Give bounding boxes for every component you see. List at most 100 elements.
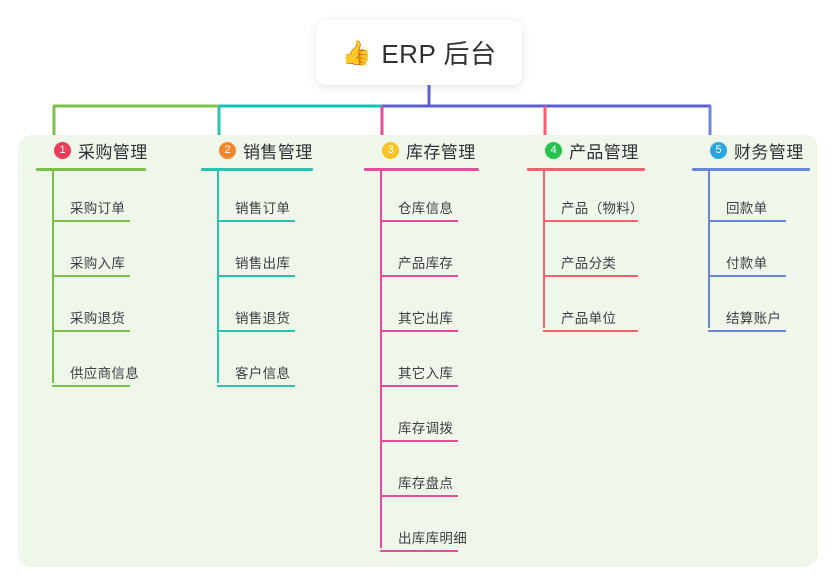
column-underline-1 (36, 168, 146, 171)
list-item[interactable]: 其它入库 (380, 336, 514, 391)
list-item[interactable]: 销售退货 (217, 281, 351, 336)
list-item[interactable]: 仓库信息 (380, 171, 514, 226)
list-item-label: 其它出库 (398, 311, 454, 326)
list-item-label: 回款单 (726, 201, 768, 216)
column-spine-5 (708, 171, 710, 328)
list-item-underline (380, 550, 458, 552)
list-item-label: 出库库明细 (398, 531, 467, 546)
column-header-2[interactable]: 2 销售管理 (201, 135, 351, 165)
column-title-1: 采购管理 (78, 142, 148, 162)
list-item-underline (543, 330, 638, 332)
list-item-underline (52, 220, 130, 222)
column-badge-3: 3 (382, 141, 399, 159)
column-underline-5 (692, 168, 810, 171)
list-item[interactable]: 出库库明细 (380, 501, 514, 556)
list-item-underline (708, 275, 786, 277)
list-item-underline (380, 440, 458, 442)
list-item[interactable]: 产品库存 (380, 226, 514, 281)
list-item[interactable]: 采购入库 (52, 226, 186, 281)
column-items-2: 销售订单销售出库销售退货客户信息 (201, 171, 351, 391)
list-item-label: 产品单位 (561, 311, 617, 326)
list-item-label: 仓库信息 (398, 201, 454, 216)
list-item[interactable]: 产品单位 (543, 281, 677, 336)
column-spine-4 (543, 171, 545, 328)
column-badge-1: 1 (54, 141, 71, 159)
column-spine-2 (217, 171, 219, 383)
column-underline-3 (364, 168, 479, 171)
list-item-underline (380, 275, 458, 277)
list-item[interactable]: 回款单 (708, 171, 827, 226)
column-2: 2 销售管理销售订单销售出库销售退货客户信息 (201, 135, 351, 391)
list-item-label: 销售订单 (235, 201, 291, 216)
column-badge-4: 4 (545, 141, 562, 159)
column-header-1[interactable]: 1 采购管理 (36, 135, 186, 165)
root-node[interactable]: 👍 ERP 后台 (316, 20, 522, 85)
root-title: ERP 后台 (381, 39, 497, 69)
column-title-5: 财务管理 (734, 142, 804, 162)
list-item[interactable]: 结算账户 (708, 281, 827, 336)
column-badge-2: 2 (219, 141, 236, 159)
list-item-label: 付款单 (726, 256, 768, 271)
list-item[interactable]: 产品（物料） (543, 171, 677, 226)
list-item[interactable]: 采购订单 (52, 171, 186, 226)
column-items-1: 采购订单采购入库采购退货供应商信息 (36, 171, 186, 391)
list-item-label: 销售出库 (235, 256, 291, 271)
column-title-4: 产品管理 (569, 142, 639, 162)
list-item-underline (380, 385, 458, 387)
diagram-panel: 1 采购管理采购订单采购入库采购退货供应商信息 2 销售管理销售订单销售出库销售退货客… (18, 135, 818, 567)
list-item-underline (217, 330, 295, 332)
list-item-label: 供应商信息 (70, 366, 139, 381)
list-item-underline (217, 385, 295, 387)
column-underline-4 (527, 168, 645, 171)
list-item[interactable]: 销售订单 (217, 171, 351, 226)
list-item[interactable]: 供应商信息 (52, 336, 186, 391)
column-header-3[interactable]: 3 库存管理 (364, 135, 514, 165)
list-item[interactable]: 产品分类 (543, 226, 677, 281)
column-1: 1 采购管理采购订单采购入库采购退货供应商信息 (36, 135, 186, 391)
list-item-label: 客户信息 (235, 366, 291, 381)
list-item[interactable]: 库存盘点 (380, 446, 514, 501)
list-item-underline (708, 330, 786, 332)
column-items-5: 回款单付款单结算账户 (692, 171, 827, 336)
list-item-label: 销售退货 (235, 311, 291, 326)
column-underline-2 (201, 168, 313, 171)
list-item-underline (543, 220, 638, 222)
list-item[interactable]: 客户信息 (217, 336, 351, 391)
list-item-label: 采购订单 (70, 201, 126, 216)
column-title-2: 销售管理 (243, 142, 313, 162)
column-5: 5 财务管理回款单付款单结算账户 (692, 135, 827, 336)
list-item-underline (217, 275, 295, 277)
column-items-3: 仓库信息产品库存其它出库其它入库库存调拨库存盘点出库库明细 (364, 171, 514, 556)
list-item-underline (380, 495, 458, 497)
list-item-label: 库存调拨 (398, 421, 454, 436)
list-item-underline (380, 330, 458, 332)
column-spine-3 (380, 171, 382, 548)
list-item-underline (52, 385, 130, 387)
list-item-label: 采购入库 (70, 256, 126, 271)
list-item[interactable]: 销售出库 (217, 226, 351, 281)
list-item-underline (380, 220, 458, 222)
column-title-3: 库存管理 (406, 142, 476, 162)
list-item-label: 库存盘点 (398, 476, 454, 491)
column-header-4[interactable]: 4 产品管理 (527, 135, 677, 165)
list-item-label: 产品分类 (561, 256, 617, 271)
list-item-label: 产品库存 (398, 256, 454, 271)
list-item[interactable]: 采购退货 (52, 281, 186, 336)
list-item[interactable]: 付款单 (708, 226, 827, 281)
list-item-underline (52, 330, 130, 332)
list-item-underline (708, 220, 786, 222)
column-4: 4 产品管理产品（物料） 产品分类产品单位 (527, 135, 677, 336)
column-spine-1 (52, 171, 54, 383)
list-item-underline (52, 275, 130, 277)
list-item[interactable]: 库存调拨 (380, 391, 514, 446)
list-item-label: 结算账户 (726, 311, 782, 326)
column-3: 3 库存管理仓库信息产品库存其它出库其它入库库存调拨库存盘点出库库明细 (364, 135, 514, 556)
list-item-underline (217, 220, 295, 222)
list-item-label: 其它入库 (398, 366, 454, 381)
thumbs-up-icon: 👍 (341, 39, 372, 67)
column-badge-5: 5 (710, 141, 727, 159)
list-item[interactable]: 其它出库 (380, 281, 514, 336)
column-header-5[interactable]: 5 财务管理 (692, 135, 827, 165)
list-item-label: 采购退货 (70, 311, 126, 326)
column-items-4: 产品（物料） 产品分类产品单位 (527, 171, 677, 336)
